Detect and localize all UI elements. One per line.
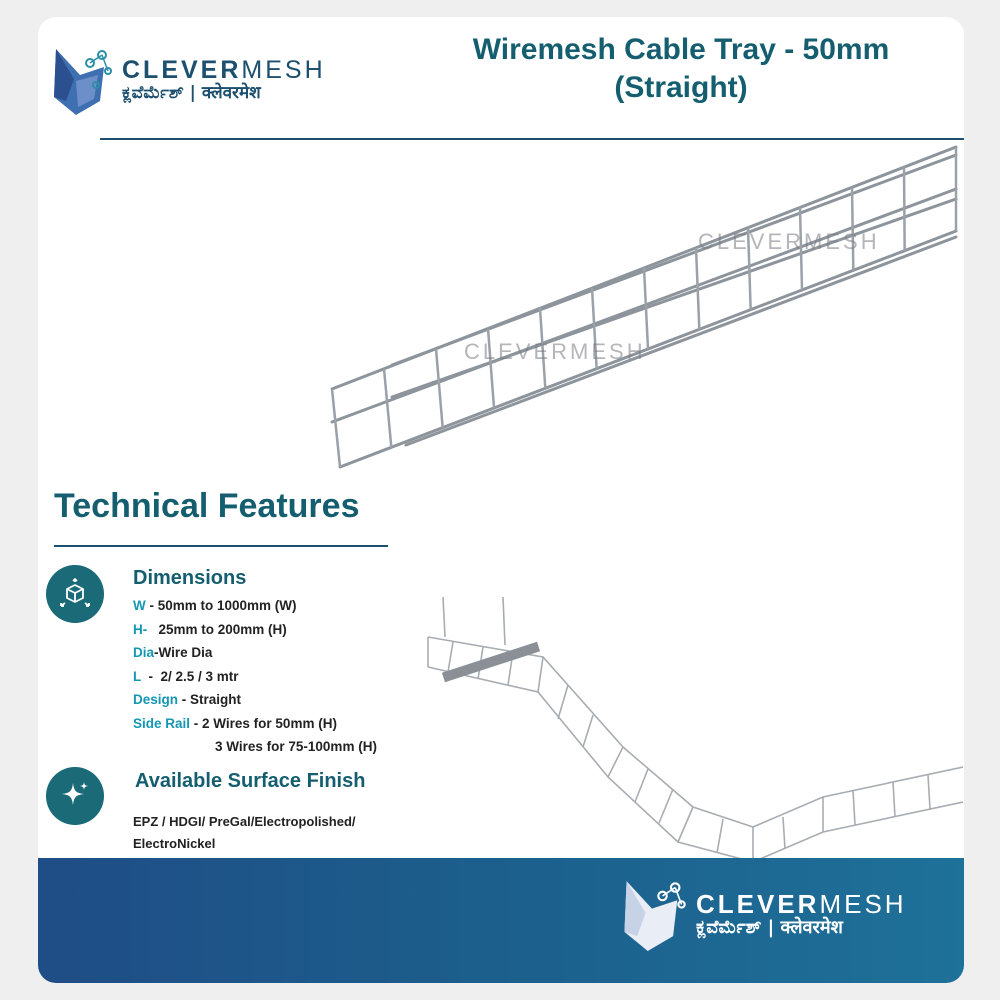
spec-row: W - 50mm to 1000mm (W) bbox=[133, 598, 297, 613]
watermark: CLEVERMESH bbox=[464, 339, 646, 364]
spec-row: L - 2/ 2.5 / 3 mtr bbox=[133, 668, 239, 684]
surface-finish-heading: Available Surface Finish bbox=[135, 770, 366, 792]
tray-wire bbox=[590, 288, 598, 369]
spec-row: Design - Straight bbox=[133, 692, 242, 707]
spec-row: 3 Wires for 75-100mm (H) bbox=[215, 739, 377, 754]
footer-banner bbox=[38, 858, 964, 983]
tray-wire bbox=[434, 348, 444, 428]
tray-wire bbox=[486, 328, 496, 409]
tray-wire bbox=[746, 227, 752, 310]
brand-name: CLEVERMESH bbox=[696, 889, 907, 920]
surface-finish-text: EPZ / HDGI/ PreGal/Electropolished/ Elec… bbox=[133, 814, 356, 851]
product-title: Wiremesh Cable Tray - 50mm (Straight) bbox=[472, 33, 890, 104]
tray-wire bbox=[694, 247, 701, 330]
tray-installation-image bbox=[427, 597, 963, 863]
watermark: CLEVERMESH bbox=[698, 229, 880, 254]
tray-wire bbox=[538, 308, 547, 389]
header-divider bbox=[100, 138, 964, 140]
dimensions-heading: Dimensions bbox=[133, 567, 247, 589]
tray-wire bbox=[330, 388, 342, 468]
spec-row: Dia-Wire Dia bbox=[133, 645, 213, 660]
spec-row: H- 25mm to 200mm (H) bbox=[133, 621, 287, 637]
cube-dimensions-icon bbox=[60, 578, 90, 607]
dimensions-badge bbox=[46, 565, 104, 623]
tray-wire bbox=[642, 267, 650, 350]
technical-features-title: Technical Features bbox=[54, 487, 360, 525]
surface-badge bbox=[46, 767, 104, 825]
product-card: CLEVERMESH ಕ್ಲವೆರ್ಮೆಶ್ | क्लेवरमेश Wirem… bbox=[38, 17, 964, 983]
dimensions-list: W - 50mm to 1000mm (W) H- 25mm to 200mm … bbox=[133, 594, 377, 759]
brand-subtitle: ಕ್ಲವೆರ್ಮೆಶ್ | क्लेवरमेश bbox=[122, 83, 261, 104]
tray-wire bbox=[382, 368, 393, 448]
straight-tray-image bbox=[330, 145, 958, 469]
technical-divider bbox=[54, 545, 388, 547]
spec-row: Side Rail - 2 Wires for 50mm (H) bbox=[133, 715, 337, 731]
clevermesh-logo-top: CLEVERMESH ಕ್ಲವೆರ್ಮೆಶ್ | क्लेवरमेश bbox=[46, 41, 964, 140]
brand-name: CLEVERMESH bbox=[122, 56, 326, 85]
sparkle-icon bbox=[62, 782, 88, 805]
tray-wire bbox=[850, 187, 855, 271]
fox-logo-icon bbox=[624, 881, 686, 951]
tray-wire bbox=[902, 167, 906, 251]
clevermesh-logo-bottom: CLEVERMESH ಕ್ಲವೆರ್ಮೆಶ್ | क्लेवरमेश bbox=[616, 872, 907, 958]
tray-wire bbox=[798, 207, 804, 291]
brand-subtitle: ಕ್ಲವೆರ್ಮೆಶ್ | क्लेवरमेश bbox=[696, 917, 843, 939]
fox-logo-icon bbox=[54, 49, 112, 115]
